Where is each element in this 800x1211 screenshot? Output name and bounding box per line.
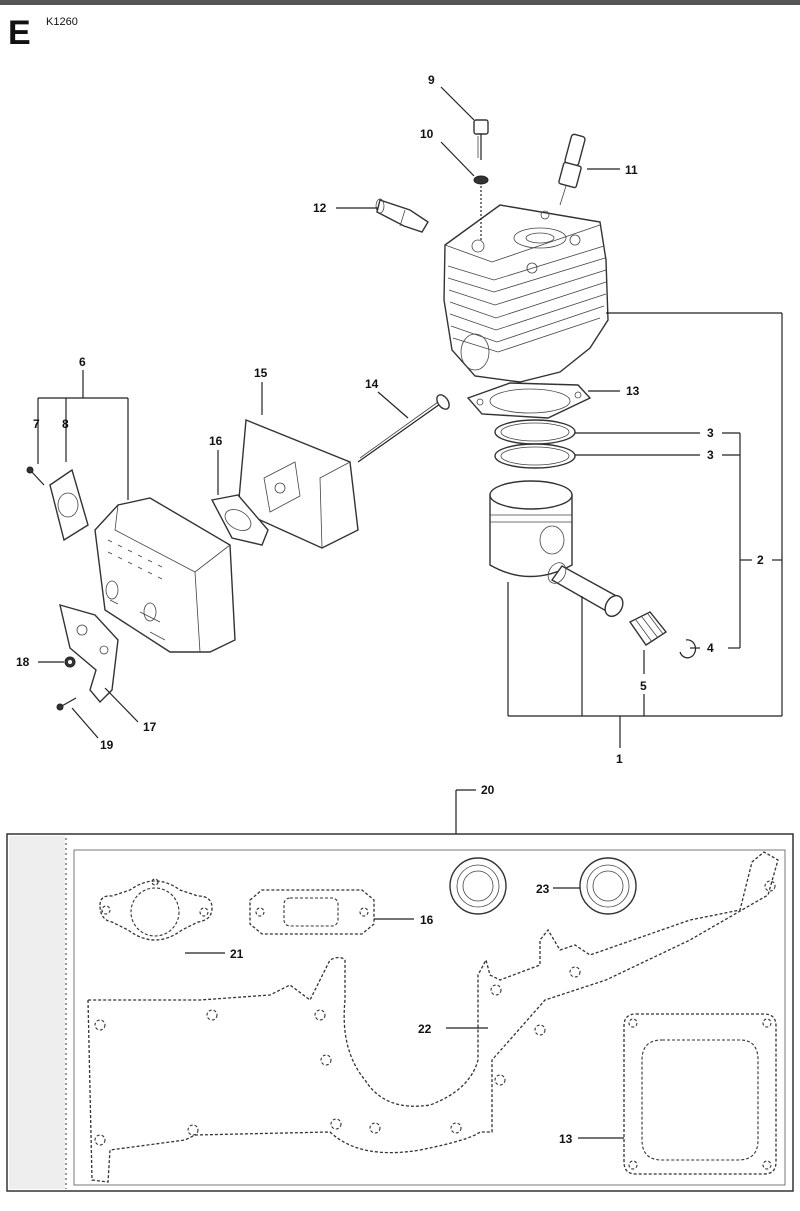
callout-12: 12 bbox=[313, 201, 327, 215]
cylinder-gasket bbox=[466, 382, 592, 419]
callout-5: 5 bbox=[640, 679, 647, 693]
callout-20: 20 bbox=[481, 783, 495, 797]
callout-16: 16 bbox=[209, 434, 223, 448]
callout-13: 13 bbox=[626, 384, 640, 398]
callout-9: 9 bbox=[428, 73, 435, 87]
callout-1: 1 bbox=[616, 752, 623, 766]
callout-15: 15 bbox=[254, 366, 268, 380]
muffler-bracket bbox=[59, 604, 119, 704]
callout-3a: 3 bbox=[707, 426, 714, 440]
heat-shield bbox=[237, 418, 359, 549]
screen-screw bbox=[26, 466, 45, 486]
section-letter: E bbox=[8, 14, 31, 52]
washer bbox=[473, 175, 489, 185]
callout-23: 23 bbox=[536, 882, 550, 896]
callout-18: 18 bbox=[16, 655, 30, 669]
muffler-gasket-kit: 16 bbox=[249, 889, 434, 935]
callout-2: 2 bbox=[757, 553, 764, 567]
callout-7: 7 bbox=[33, 417, 40, 431]
callout-14: 14 bbox=[365, 377, 379, 391]
spark-plug bbox=[558, 133, 586, 206]
callout-11: 11 bbox=[625, 163, 638, 177]
cylinder bbox=[443, 204, 609, 383]
callout-10: 10 bbox=[420, 127, 434, 141]
exhaust-gasket: 21 bbox=[99, 878, 244, 961]
callout-3b: 3 bbox=[707, 448, 714, 462]
piston-rings bbox=[494, 419, 576, 469]
crankshaft-seal-2: 23 bbox=[536, 857, 637, 915]
callout-21: 21 bbox=[230, 947, 244, 961]
callout-4: 4 bbox=[707, 641, 714, 655]
crankshaft-seal-1 bbox=[449, 857, 507, 915]
muffler bbox=[94, 497, 236, 653]
leader-lines bbox=[37, 86, 783, 748]
model-number: K1260 bbox=[46, 16, 78, 28]
kit-frame bbox=[6, 833, 794, 1192]
callout-labels: 9 10 11 12 13 14 15 16 6 7 8 18 17 19 3 … bbox=[16, 73, 764, 766]
nut bbox=[64, 656, 76, 668]
gasket-kit: 20 21 16 bbox=[6, 783, 794, 1192]
muffler-bolt bbox=[357, 394, 450, 463]
callout-8: 8 bbox=[62, 417, 69, 431]
cylinder-bolt bbox=[473, 119, 489, 160]
callout-6: 6 bbox=[79, 355, 86, 369]
spark-arrestor-screen bbox=[49, 468, 89, 542]
cylinder-gasket-kit: 13 bbox=[559, 1013, 777, 1175]
circlip bbox=[679, 639, 697, 659]
needle-bearing bbox=[628, 611, 668, 646]
top-rule bbox=[0, 0, 800, 5]
kit-frame-shade bbox=[9, 836, 65, 1189]
piston-pin bbox=[547, 562, 624, 618]
callout-13b: 13 bbox=[559, 1132, 573, 1146]
piston bbox=[489, 480, 573, 578]
crankcase-gasket: 22 bbox=[87, 851, 779, 1183]
callout-16b: 16 bbox=[420, 913, 434, 927]
bracket-screw bbox=[56, 697, 77, 711]
callout-19: 19 bbox=[100, 738, 114, 752]
muffler-gasket bbox=[210, 494, 269, 546]
decompression-valve bbox=[375, 198, 429, 233]
callout-17: 17 bbox=[143, 720, 157, 734]
callout-22: 22 bbox=[418, 1022, 432, 1036]
